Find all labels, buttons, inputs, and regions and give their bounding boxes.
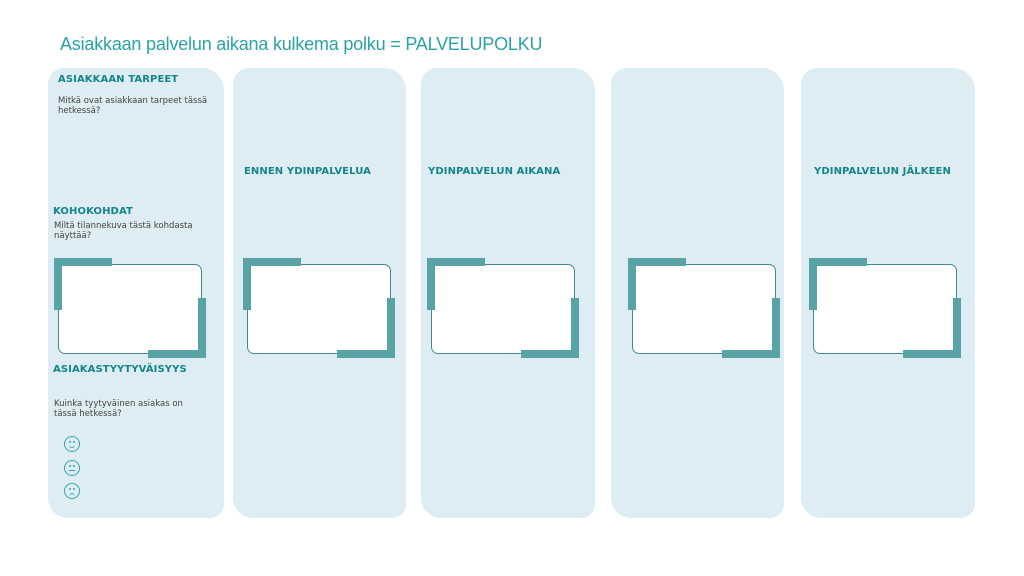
smiley-sad-icon[interactable] <box>64 483 80 499</box>
satisfaction-question: Kuinka tyytyväinen asiakas on tässä hetk… <box>54 399 183 419</box>
column-after: YDINPALVELUN JÄLKEEN <box>801 68 975 518</box>
needs-question: Mitkä ovat asiakkaan tarpeet tässä hetke… <box>58 96 208 116</box>
smiley-happy-icon[interactable] <box>64 436 80 452</box>
column-before: ENNEN YDINPALVELUA <box>233 68 406 518</box>
snapshot-frame[interactable] <box>54 258 206 358</box>
highlights-heading: KOHOKOHDAT <box>53 206 133 217</box>
snapshot-frame[interactable] <box>427 258 579 358</box>
column-row-labels: ASIAKKAAN TARPEET Mitkä ovat asiakkaan t… <box>48 68 224 518</box>
satisfaction-heading: ASIAKASTYYTYVÄISYYS <box>53 364 187 375</box>
needs-heading: ASIAKKAAN TARPEET <box>58 74 179 85</box>
page-title: Asiakkaan palvelun aikana kulkema polku … <box>60 34 543 54</box>
snapshot-frame[interactable] <box>809 258 961 358</box>
phase-during-heading: YDINPALVELUN AIKANA <box>428 166 561 177</box>
column-during: YDINPALVELUN AIKANA <box>421 68 595 518</box>
phase-before-heading: ENNEN YDINPALVELUA <box>244 166 371 177</box>
snapshot-frame[interactable] <box>628 258 780 358</box>
column-empty <box>611 68 784 518</box>
snapshot-frame[interactable] <box>243 258 395 358</box>
phase-after-heading: YDINPALVELUN JÄLKEEN <box>814 166 951 177</box>
highlights-question: Miltä tilannekuva tästä kohdasta näyttää… <box>54 221 193 241</box>
smiley-neutral-icon[interactable] <box>64 460 80 476</box>
